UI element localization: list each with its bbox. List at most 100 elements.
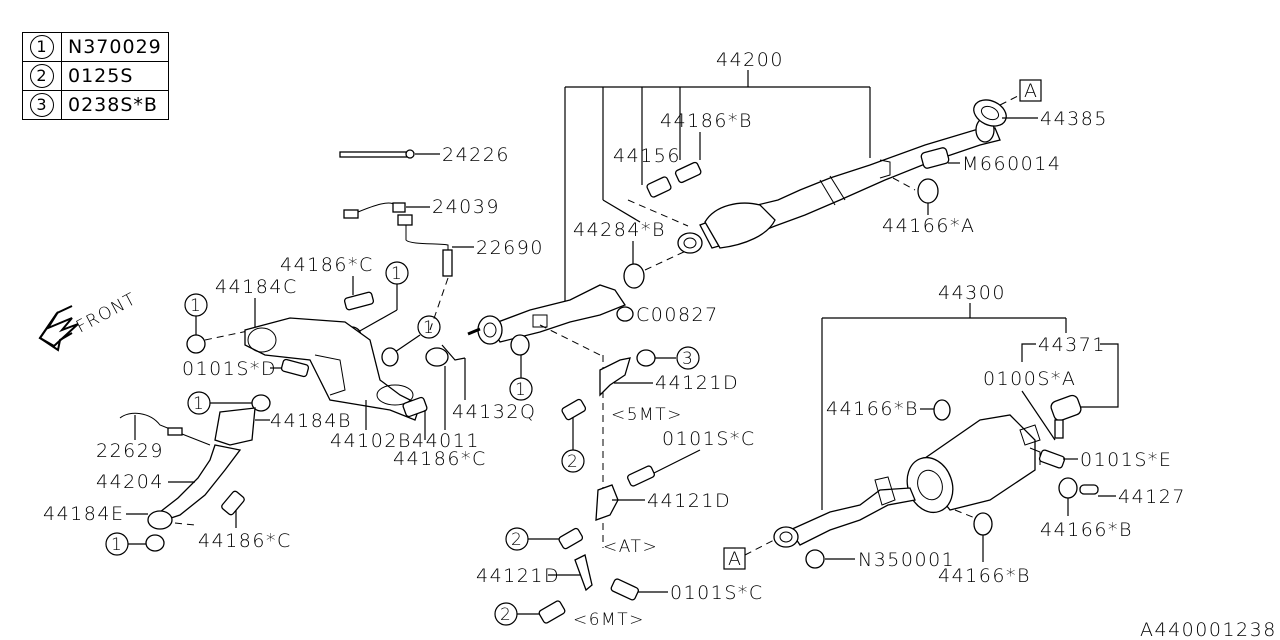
bracket-44200 xyxy=(564,70,871,305)
callout-n350001: N350001 xyxy=(858,549,955,571)
callout-44121d-at: 44121D xyxy=(647,490,731,512)
callout-44166b-b: 44166*B xyxy=(1040,519,1133,541)
ref-circle: 2 xyxy=(30,64,54,88)
gasket-44385 xyxy=(973,99,1007,127)
ref-circle-1 xyxy=(509,377,533,401)
nut-ref1 xyxy=(186,334,206,354)
front-label: FRONT xyxy=(73,289,140,337)
callout-44121d-6mt: 44121D xyxy=(476,565,560,587)
bolt-44186c-mid xyxy=(402,396,428,418)
ref-2: 2 xyxy=(511,530,523,550)
callout-22629: 22629 xyxy=(96,440,164,462)
callout-44284b: 44284*B xyxy=(573,219,666,241)
bolt-44186c-bl xyxy=(221,490,245,516)
callout-44132q: 44132Q xyxy=(452,401,536,423)
bolt-0101se xyxy=(1038,449,1066,469)
nut-ref1 xyxy=(381,347,399,367)
callout-44385: 44385 xyxy=(1040,108,1108,130)
label-5mt: <5MT> xyxy=(611,405,683,425)
ref-1: 1 xyxy=(515,380,527,400)
bolt-0101sd xyxy=(280,358,310,378)
callout-0101sc-at: 0101S*C xyxy=(662,428,756,450)
label-at: <AT> xyxy=(603,537,658,557)
rear-pipe xyxy=(773,476,916,548)
callout-44011: 44011 xyxy=(412,430,480,452)
ref-a-label: A xyxy=(728,548,743,570)
callout-0101se: 0101S*E xyxy=(1080,449,1172,471)
callout-m660014: M660014 xyxy=(962,153,1061,175)
hanger-44166b xyxy=(933,399,951,421)
ref-1: 1 xyxy=(193,394,205,414)
front-pipe-44204 xyxy=(147,407,256,530)
clip-44132q xyxy=(441,344,466,361)
nut-ref3 xyxy=(636,349,656,367)
ref-2: 2 xyxy=(500,605,512,625)
sensor-m660014 xyxy=(920,147,950,169)
nut-ref1 xyxy=(510,334,530,356)
ref-circle-3 xyxy=(676,346,700,370)
callout-0100sa: 0100S*A xyxy=(983,368,1076,390)
ref-1: 1 xyxy=(391,264,403,284)
bracket-44300 xyxy=(821,303,1067,510)
bolt-44156 xyxy=(627,161,702,227)
label-6mt: <6MT> xyxy=(573,610,645,630)
callout-44186c-top: 44186*C xyxy=(280,254,374,276)
callout-c00827: C00827 xyxy=(636,304,719,326)
callout-0101sd: 0101S*D xyxy=(182,358,277,380)
callout-44371: 44371 xyxy=(1038,334,1106,356)
callout-44200: 44200 xyxy=(716,49,784,71)
ref-2: 2 xyxy=(567,452,579,472)
bolt-0100sa xyxy=(1054,419,1064,439)
callout-24039: 24039 xyxy=(432,196,500,218)
bolt-44186c xyxy=(343,291,375,311)
callout-44102b: 44102B xyxy=(330,430,412,452)
hanger-44166a xyxy=(917,178,939,204)
callout-44186c-mid: 44186*C xyxy=(393,448,487,470)
ref-3: 3 xyxy=(682,349,694,369)
o2-sensor-22629 xyxy=(119,412,181,434)
callout-44184b: 44184B xyxy=(270,410,352,432)
legend-part: N370029 xyxy=(61,32,169,62)
ring-44284b xyxy=(623,263,645,289)
stud-44127 xyxy=(1079,484,1099,495)
callout-44127: 44127 xyxy=(1118,486,1186,508)
nut-n350001 xyxy=(805,549,825,569)
bolt-0101sc-6mt xyxy=(610,578,639,601)
nut-ref1 xyxy=(145,534,165,552)
exhaust-manifold-44102b xyxy=(244,317,421,421)
ref-circle-2 xyxy=(561,449,585,473)
bracket-44121d-at xyxy=(595,484,619,521)
harness-24039 xyxy=(343,202,449,260)
legend-table: 1 N370029 2 0125S 3 0238S*B xyxy=(22,32,169,120)
legend-row: 1 N370029 xyxy=(22,32,169,62)
callout-24226: 24226 xyxy=(442,144,510,166)
bracket-44121d-5mt xyxy=(599,357,631,397)
ref-circle: 1 xyxy=(30,35,54,59)
sensor-24226 xyxy=(339,149,415,159)
callout-44184e: 44184E xyxy=(43,503,124,525)
ref-box-a xyxy=(723,547,746,570)
front-pipe xyxy=(467,284,626,356)
callout-44204: 44204 xyxy=(96,471,164,493)
callout-22690: 22690 xyxy=(476,237,544,259)
nut-c00827 xyxy=(616,306,634,322)
bolt-ref2 xyxy=(558,527,584,550)
front-arrow-icon xyxy=(38,305,79,352)
nut-ref1 xyxy=(251,394,271,412)
legend-row: 2 0125S xyxy=(22,61,169,91)
bolt-ref2 xyxy=(538,600,566,624)
bolt-ref2 xyxy=(561,398,587,421)
diagram-id: A440001238 xyxy=(1140,619,1277,640)
callout-44184c: 44184C xyxy=(215,276,298,298)
tail-pipe-tip-44371 xyxy=(1050,394,1082,422)
gasket-44011 xyxy=(425,347,449,367)
bolt-0101sc-at xyxy=(627,465,655,487)
ref-1: 1 xyxy=(190,296,202,316)
legend-part: 0238S*B xyxy=(61,90,169,120)
callout-44156: 44156 xyxy=(613,145,681,167)
callout-44121d-5mt: 44121D xyxy=(655,372,739,394)
ref-circle-1 xyxy=(417,315,441,339)
callout-44166a: 44166*A xyxy=(882,215,975,237)
ref-1: 1 xyxy=(423,318,435,338)
callout-44186b: 44186*B xyxy=(660,110,753,132)
